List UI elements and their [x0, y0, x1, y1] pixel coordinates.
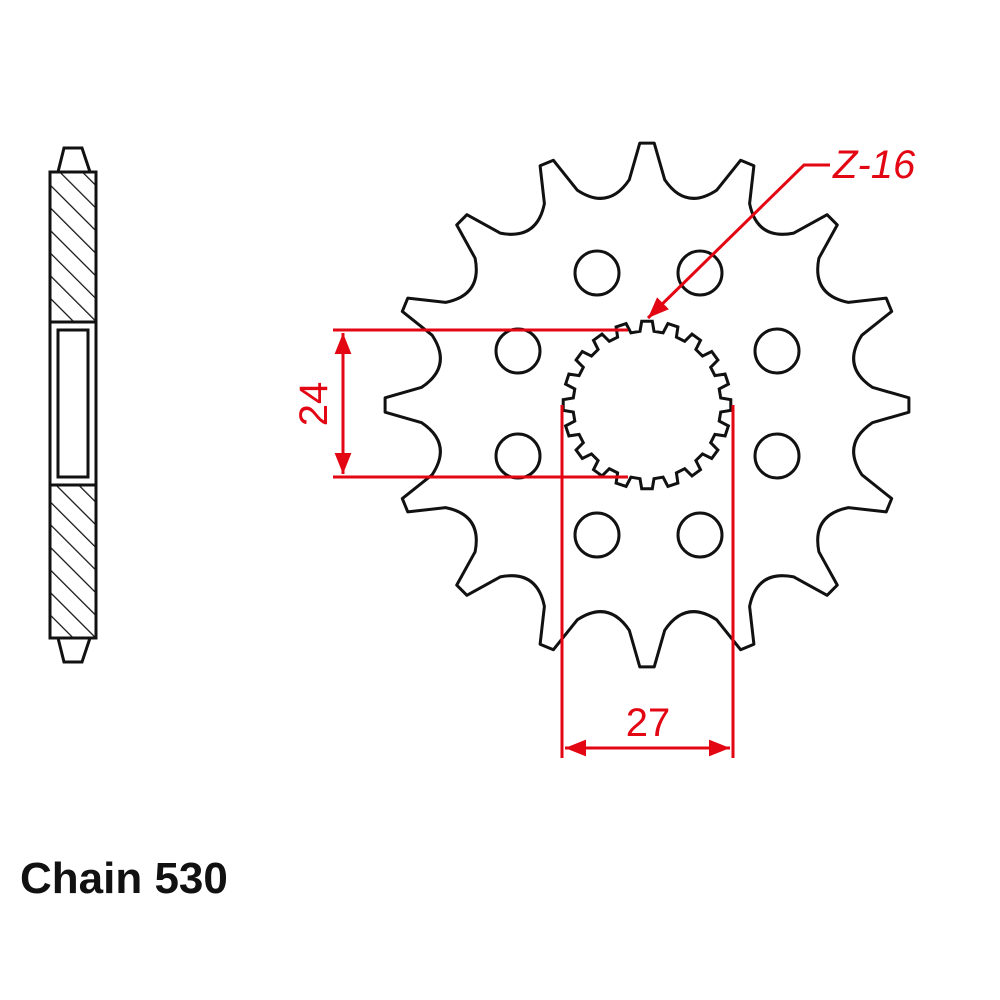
side-view — [48, 146, 98, 664]
dimensions — [333, 163, 830, 758]
bolt-hole — [753, 327, 801, 375]
bolt-holes — [494, 249, 801, 559]
teeth-leader-line — [646, 163, 830, 320]
dim-27-label: 27 — [626, 701, 671, 745]
bolt-hole — [573, 249, 621, 297]
spline-bore — [561, 319, 733, 491]
side-view-bottom-chamfer — [56, 637, 92, 664]
side-view-top-chamfer — [56, 146, 92, 173]
side-view-bore-inner — [56, 328, 90, 479]
dim-24-label: 24 — [292, 382, 336, 427]
bolt-hole — [753, 432, 801, 480]
side-view-hatched-lower — [48, 483, 98, 640]
side-view-hatched-upper — [48, 170, 98, 324]
bolt-hole — [494, 432, 542, 480]
chain-size-label: Chain 530 — [20, 854, 228, 903]
bolt-hole — [676, 249, 724, 297]
sprocket-front-view — [383, 141, 911, 669]
bolt-hole — [676, 511, 724, 559]
sprocket-outer-teeth — [383, 141, 911, 669]
bolt-hole — [494, 327, 542, 375]
bolt-hole — [573, 511, 621, 559]
teeth-count-label: Z-16 — [832, 143, 916, 187]
